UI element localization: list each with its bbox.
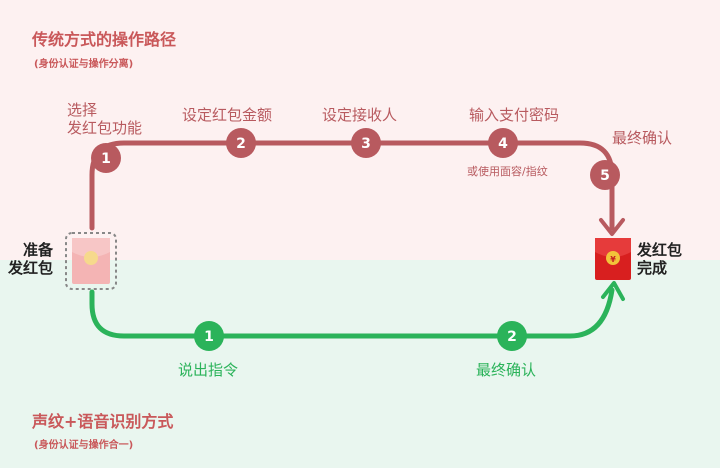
svg-text:¥: ¥ [610, 255, 616, 264]
voice-path-line [89, 287, 615, 339]
step-circle-3: 3 [351, 128, 381, 158]
step-4-label: 输入支付密码 [469, 106, 560, 124]
end-label-line1: 发红包 [637, 241, 683, 259]
step-3-label: 设定接收人 [322, 106, 398, 124]
traditional-path-line [89, 140, 615, 231]
voice-title: 声纹+语音识别方式 [32, 412, 174, 431]
step-1-label: 选择 发红包功能 [67, 101, 142, 137]
voice-step-2-label: 最终确认 [476, 361, 537, 379]
step-5-label: 最终确认 [612, 129, 673, 147]
step-1-label-line1: 选择 [67, 101, 98, 119]
step-number: 5 [600, 168, 610, 184]
start-label-line1: 准备 [23, 241, 54, 259]
start-label: 准备 发红包 [8, 241, 53, 277]
step-1-label-line2: 发红包功能 [67, 119, 143, 137]
step-circle-5: 5 [590, 160, 620, 190]
step-number: 1 [101, 151, 111, 167]
step-circle-4: 4 [488, 128, 518, 158]
start-red-envelope-icon [65, 232, 117, 290]
voice-step-1-label: 说出指令 [178, 361, 239, 379]
voice-step-circle-2: 2 [497, 321, 527, 351]
traditional-arrowhead [599, 218, 625, 236]
step-2-label: 设定红包金额 [182, 106, 273, 124]
start-label-line2: 发红包 [8, 259, 54, 277]
step-circle-2: 2 [226, 128, 256, 158]
step-number: 2 [507, 329, 517, 345]
end-label-line2: 完成 [637, 259, 668, 277]
end-red-envelope-icon: ¥ [595, 238, 631, 280]
voice-arrowhead [601, 281, 625, 301]
end-label: 发红包 完成 [637, 241, 682, 277]
traditional-subtitle: (身份认证与操作分离) [34, 59, 134, 70]
step-number: 4 [498, 136, 508, 152]
step-4-note: 或使用面容/指纹 [467, 165, 548, 178]
voice-step-circle-1: 1 [194, 321, 224, 351]
voice-section-background [0, 260, 720, 468]
step-number: 3 [361, 136, 371, 152]
voice-subtitle: (身份认证与操作合一) [34, 440, 134, 451]
step-number: 1 [204, 329, 214, 345]
step-number: 2 [236, 136, 246, 152]
traditional-title: 传统方式的操作路径 [32, 30, 177, 49]
step-circle-1: 1 [91, 143, 121, 173]
